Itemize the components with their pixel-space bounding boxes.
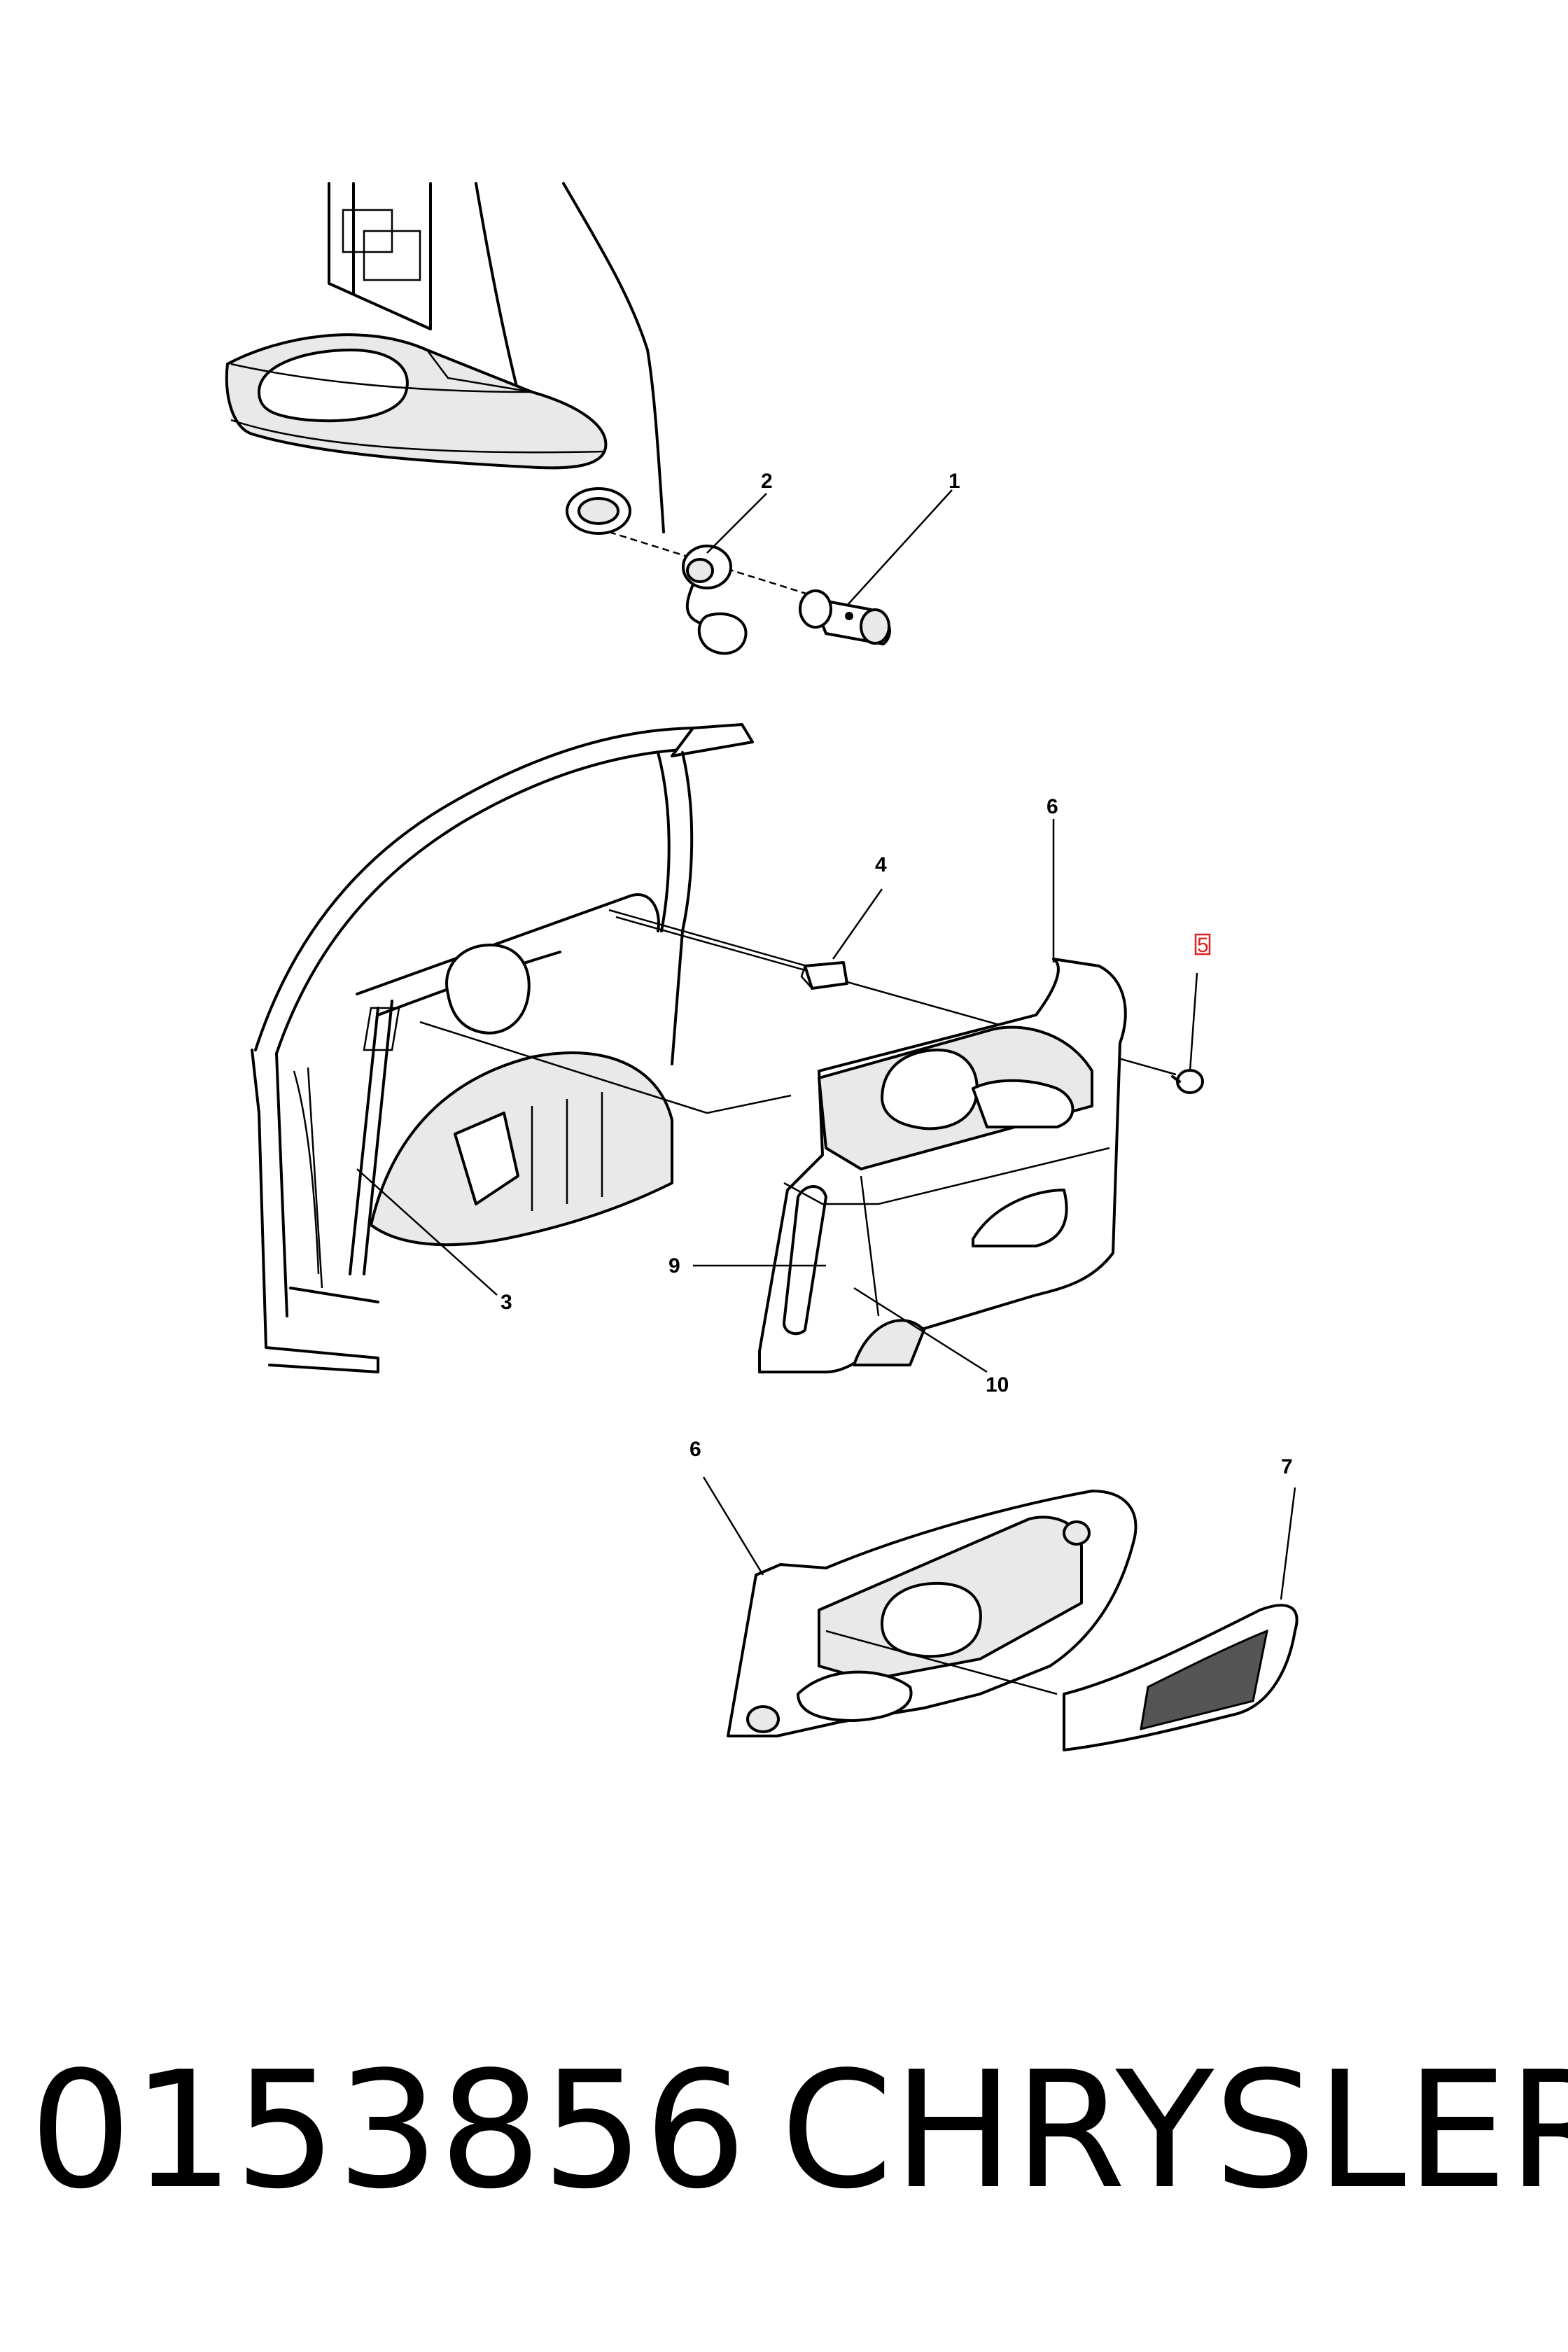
- brand-text: CHRYSLER: [780, 2038, 1568, 2225]
- callout-5-highlight-box: [1194, 933, 1211, 955]
- part-number-text: 0153856: [29, 2038, 747, 2225]
- quarter-trim-panel-drawing: [758, 958, 1127, 1373]
- callout-9: 9: [668, 1254, 680, 1278]
- body-side-structure-drawing: [251, 723, 754, 1373]
- push-pin-part: [1171, 1069, 1204, 1094]
- callout-6-lower: 6: [690, 1438, 701, 1461]
- callout-6-upper: 6: [1046, 795, 1058, 818]
- callout-10: 10: [986, 1373, 1009, 1396]
- callout-5: 5: [1197, 934, 1209, 957]
- outlet-ring-part: [566, 487, 631, 535]
- console-panel-drawing: [225, 182, 665, 533]
- leader-lines: [356, 489, 1296, 1600]
- outlet-cap-housing-part: [682, 545, 748, 655]
- callout-3: 3: [500, 1291, 512, 1314]
- callout-4: 4: [875, 853, 887, 876]
- callout-1: 1: [948, 470, 960, 493]
- callout-7: 7: [1281, 1455, 1293, 1478]
- quarter-panel-speaker-drawing: [727, 1490, 1138, 1737]
- callout-labels: 1 2 3 4 5 6 6 7 9 10: [500, 470, 1293, 1478]
- power-outlet-part: [799, 589, 891, 645]
- speaker-grille-part: [1063, 1604, 1298, 1751]
- callout-2: 2: [761, 470, 773, 493]
- clip-part: [800, 961, 848, 990]
